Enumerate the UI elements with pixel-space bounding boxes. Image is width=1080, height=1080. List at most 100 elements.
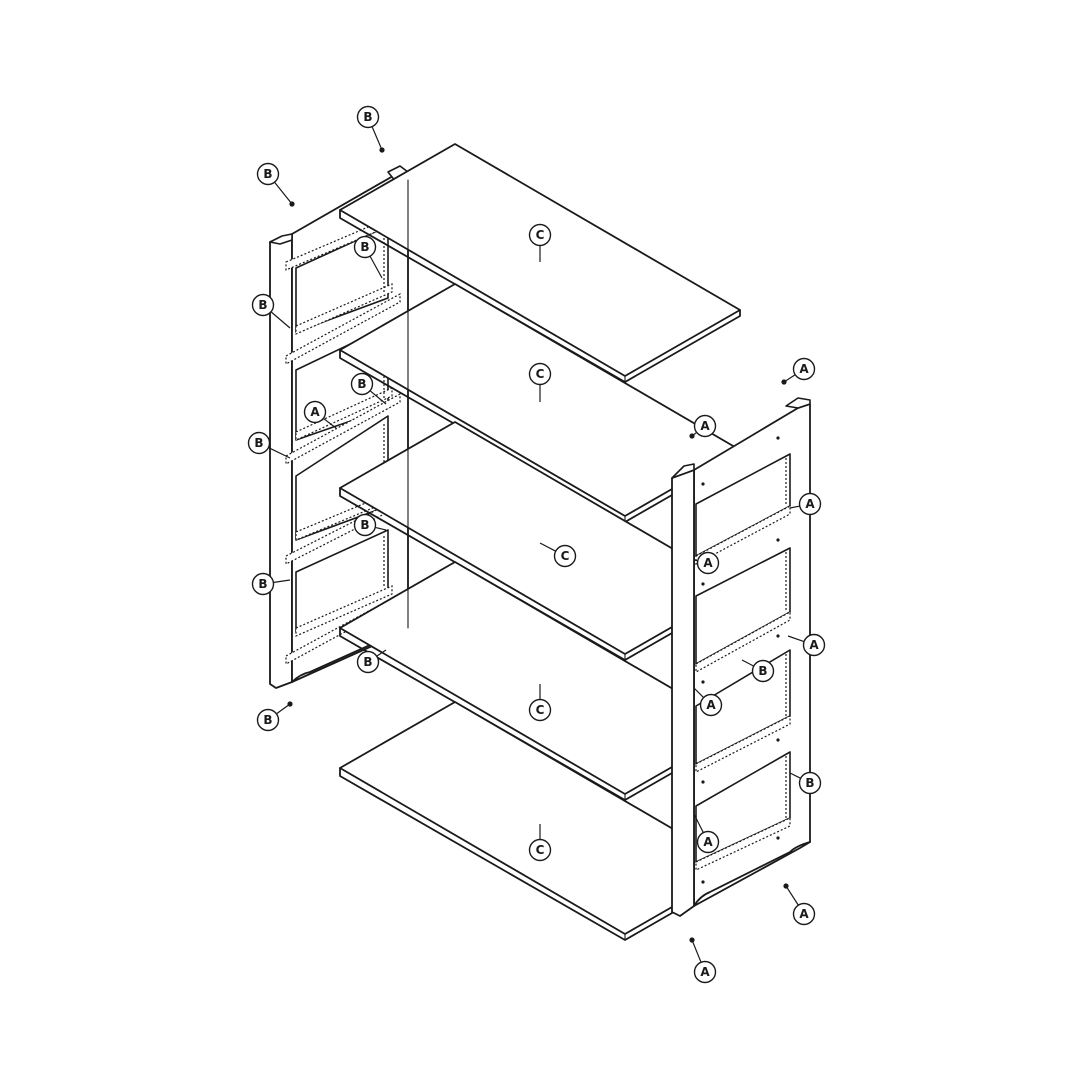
callout-circle bbox=[528, 223, 552, 247]
callout-leader bbox=[785, 885, 799, 906]
callout-leader bbox=[268, 447, 291, 459]
callout-b: B bbox=[356, 105, 385, 153]
callout-b: B bbox=[356, 649, 387, 674]
screw-icon bbox=[379, 147, 385, 153]
callout-label: A bbox=[700, 419, 710, 433]
callout-a: A bbox=[783, 883, 816, 926]
callout-c: C bbox=[528, 362, 552, 402]
callout-a: A bbox=[303, 400, 337, 429]
screw-icon bbox=[289, 201, 295, 207]
callout-label: B bbox=[363, 655, 372, 669]
screw-icon bbox=[781, 379, 787, 385]
callout-circle bbox=[356, 105, 380, 129]
callout-circle bbox=[798, 771, 822, 795]
callout-circle bbox=[528, 362, 552, 386]
callout-label: C bbox=[536, 228, 545, 242]
callout-circle bbox=[751, 659, 775, 683]
callout-leader bbox=[693, 687, 704, 698]
callout-label: A bbox=[799, 907, 809, 921]
left-side-panel bbox=[269, 165, 409, 689]
callout-circle bbox=[350, 372, 374, 396]
callout-label: A bbox=[809, 638, 819, 652]
callout-label: B bbox=[263, 167, 272, 181]
callout-label: B bbox=[258, 577, 267, 591]
callout-circle bbox=[303, 400, 327, 424]
callout-leader bbox=[370, 390, 387, 405]
callout-label: A bbox=[700, 965, 710, 979]
callout-leader bbox=[787, 635, 804, 642]
callout-b: B bbox=[741, 659, 775, 683]
callout-b: B bbox=[353, 513, 387, 537]
callout-leader bbox=[789, 505, 800, 509]
callout-circle bbox=[353, 235, 377, 259]
right-side-panel bbox=[671, 397, 811, 917]
callout-leader bbox=[789, 772, 801, 779]
callout-b: B bbox=[789, 771, 822, 795]
callout-label: B bbox=[254, 436, 263, 450]
callout-label: A bbox=[706, 698, 716, 712]
screw-icon bbox=[689, 937, 695, 943]
callout-circle bbox=[251, 572, 275, 596]
callout-leader bbox=[274, 182, 293, 205]
callout-b: B bbox=[353, 235, 383, 279]
callout-leader bbox=[376, 649, 387, 657]
callout-leader bbox=[371, 126, 383, 151]
callout-circle bbox=[696, 551, 720, 575]
callout-leader bbox=[270, 311, 291, 329]
callout-circle bbox=[528, 838, 552, 862]
callout-b: B bbox=[251, 293, 291, 329]
callout-label: A bbox=[703, 556, 713, 570]
callout-b: B bbox=[251, 572, 291, 596]
callout-label: C bbox=[536, 843, 545, 857]
callout-circle bbox=[256, 162, 280, 186]
callout-circle bbox=[247, 431, 271, 455]
callout-label: B bbox=[363, 110, 372, 124]
callout-circle bbox=[699, 693, 723, 717]
callout-circle bbox=[693, 414, 717, 438]
callout-leader bbox=[693, 813, 704, 833]
callout-leader bbox=[693, 559, 698, 562]
callout-a: A bbox=[693, 687, 723, 717]
callout-b: B bbox=[247, 431, 291, 459]
callout-a: A bbox=[787, 633, 826, 657]
callout-c: C bbox=[528, 684, 552, 722]
callout-label: C bbox=[536, 703, 545, 717]
callout-circle bbox=[792, 902, 816, 926]
callout-circle bbox=[256, 708, 280, 732]
callout-circle bbox=[696, 830, 720, 854]
callout-leader bbox=[375, 526, 387, 531]
screw-icon bbox=[783, 883, 789, 889]
callout-b: B bbox=[256, 162, 295, 207]
callout-label: B bbox=[357, 377, 366, 391]
callout-a: A bbox=[689, 414, 717, 439]
callout-circle bbox=[792, 357, 816, 381]
callout-circle bbox=[553, 544, 577, 568]
callout-leader bbox=[741, 659, 754, 667]
callout-label: B bbox=[360, 518, 369, 532]
callout-leader bbox=[273, 579, 291, 583]
callout-label: B bbox=[360, 240, 369, 254]
callout-a: A bbox=[789, 492, 822, 516]
screw-icon bbox=[689, 433, 695, 439]
callout-circle bbox=[798, 492, 822, 516]
callout-label: B bbox=[758, 664, 767, 678]
callout-circle bbox=[251, 293, 275, 317]
callout-c: C bbox=[528, 824, 552, 862]
callout-leader bbox=[369, 256, 383, 279]
callout-label: A bbox=[703, 835, 713, 849]
callout-label: B bbox=[263, 713, 272, 727]
callout-circle bbox=[528, 698, 552, 722]
callout-circle bbox=[802, 633, 826, 657]
callout-leader bbox=[539, 542, 556, 552]
callout-label: C bbox=[561, 549, 570, 563]
callout-c: C bbox=[539, 542, 577, 568]
callout-label: B bbox=[258, 298, 267, 312]
callout-leader bbox=[276, 703, 291, 715]
callout-a: A bbox=[689, 937, 717, 984]
callout-b: B bbox=[350, 372, 387, 405]
callout-circle bbox=[353, 513, 377, 537]
callout-circle bbox=[356, 650, 380, 674]
callout-a: A bbox=[693, 551, 720, 575]
screw-icon bbox=[287, 701, 293, 707]
